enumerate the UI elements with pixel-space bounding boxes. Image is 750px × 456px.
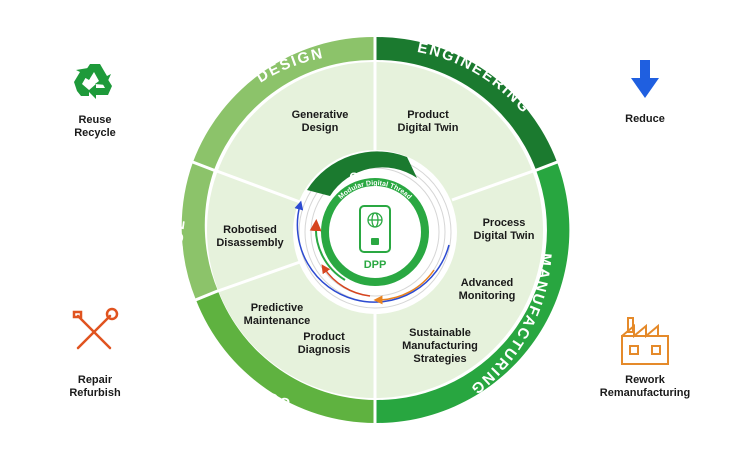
segment-dividers (213, 62, 537, 398)
ring-segment-engineering (375, 36, 557, 170)
flow-arrow-blue (294, 200, 450, 303)
arrow-down-icon (631, 60, 659, 98)
flow-arrow-orange (373, 269, 435, 305)
ring-segment-eol (181, 162, 218, 300)
ring-segment-design (193, 36, 375, 170)
dpp-label: DPP (364, 259, 387, 271)
dpp-chip-icon (371, 238, 379, 245)
ring-segment-use (196, 291, 375, 423)
dpp-device (359, 205, 391, 253)
globe-icon (367, 212, 383, 228)
digital-thread-ring (321, 178, 429, 286)
ring-label-eol: EOL (170, 217, 189, 256)
ce-dss-tab (307, 151, 417, 196)
ring-dividers (189, 34, 561, 426)
flow-arrow-green (309, 219, 346, 281)
ring-segment-manufacturing (375, 162, 570, 424)
recycle-icon (74, 64, 112, 99)
flow-arrow-red (321, 264, 371, 297)
reduce-label: Reduce (625, 113, 665, 125)
factory-icon (621, 317, 669, 365)
tools-icon (72, 307, 119, 350)
